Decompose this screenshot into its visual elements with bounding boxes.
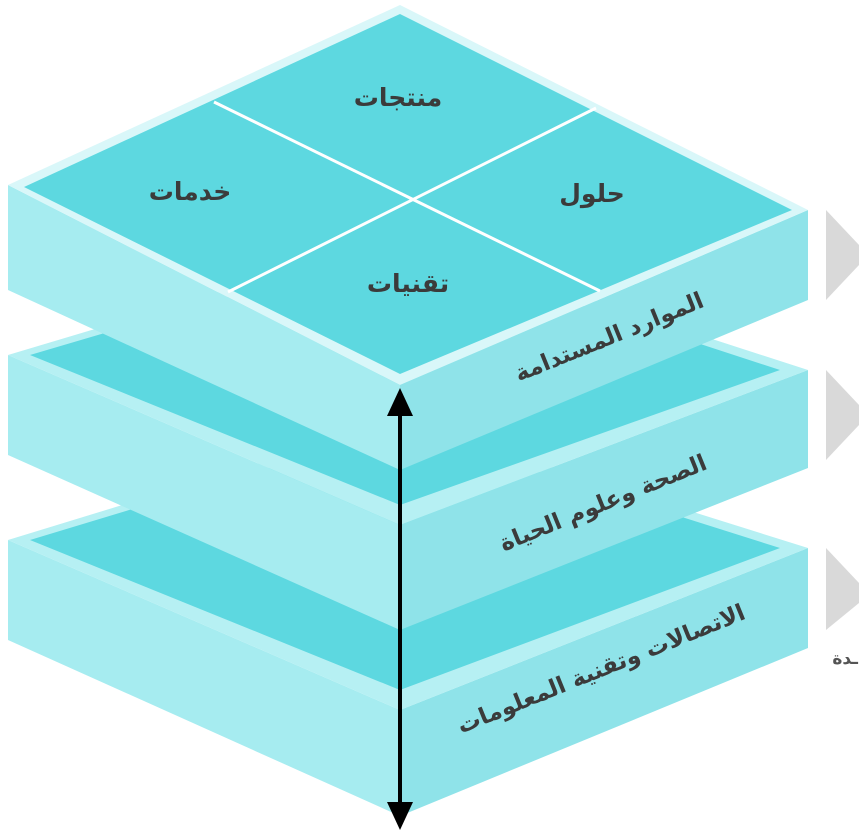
quadrant-top-label: منتجات <box>354 83 442 112</box>
layer-1 <box>8 5 808 470</box>
top-divider-b <box>227 106 597 294</box>
chevron-right-icon-1 <box>826 210 859 300</box>
layer-1-right-face <box>400 210 808 470</box>
quadrant-bottom-label: تقنيات <box>367 269 449 298</box>
quadrant-left-label: خدمات <box>149 177 231 206</box>
layer-1-left-face <box>8 185 400 470</box>
layer-3-left-face <box>8 540 400 816</box>
quadrant-right-label: حلول <box>559 179 625 209</box>
top-divider-a <box>213 100 601 293</box>
chevron-right-icon-3 <box>826 548 859 630</box>
cropped-side-text: ـدة <box>832 649 858 669</box>
layer-2-left-face <box>8 355 400 630</box>
double-headed-arrow-icon <box>387 388 413 830</box>
layer-2-right-face <box>400 370 808 630</box>
layer-3-right-face <box>400 548 808 816</box>
chevron-right-icon-2 <box>826 370 859 460</box>
